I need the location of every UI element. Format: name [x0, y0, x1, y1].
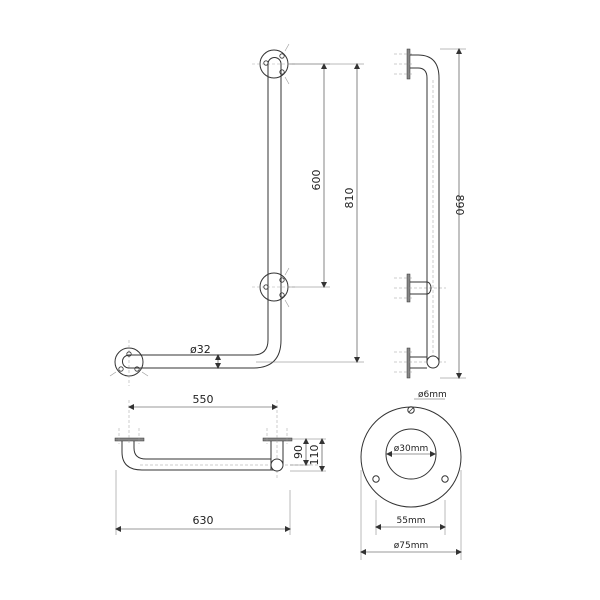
inner-hole-label: ø30mm — [394, 444, 429, 454]
side-view: 890 — [394, 48, 466, 379]
height-890-label: 890 — [453, 195, 466, 216]
flange-detail: ø6mm ø30mm 55mm ø75mm — [360, 390, 462, 560]
length-550-label: 550 — [193, 393, 214, 406]
middle-flange — [252, 267, 296, 308]
tube-diameter-label: ø32 — [190, 343, 211, 356]
depth-110-label: 110 — [308, 445, 321, 466]
length-630-label: 630 — [193, 514, 214, 527]
flange-spacing-600-label: 600 — [310, 170, 323, 191]
height-810-label: 810 — [343, 188, 356, 209]
left-flange — [109, 340, 149, 386]
depth-90-label: 90 — [292, 445, 305, 459]
outer-diameter-label: ø75mm — [394, 541, 429, 551]
front-view: ø32 600 810 — [109, 43, 364, 386]
hole-spacing-label: 55mm — [397, 516, 426, 526]
top-view: 550 630 90 110 — [114, 393, 326, 535]
screw-hole-label: ø6mm — [418, 390, 447, 400]
